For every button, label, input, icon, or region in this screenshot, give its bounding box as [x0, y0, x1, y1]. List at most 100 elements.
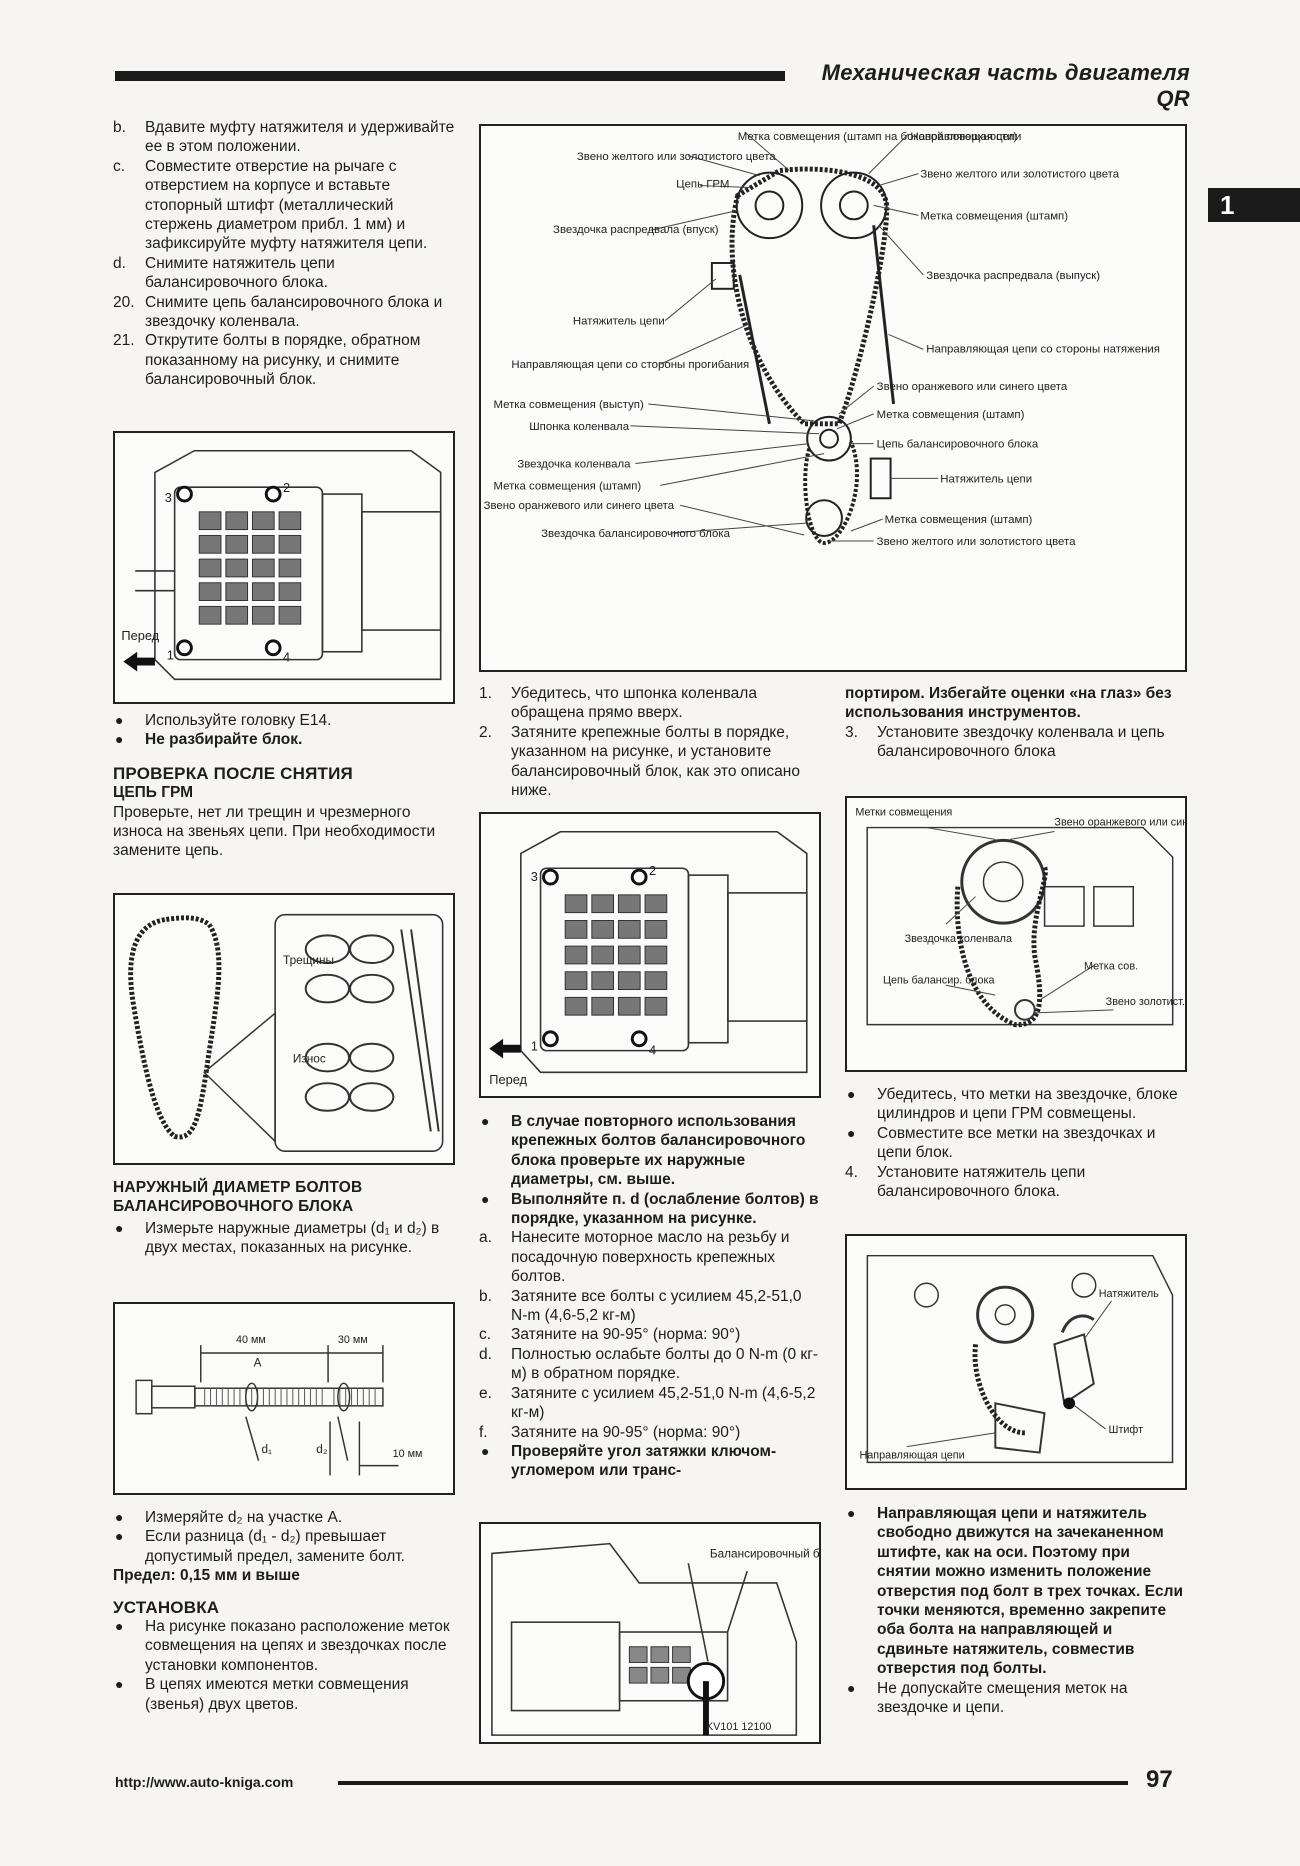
balancer-chain-label: Цепь балансир. блока: [883, 974, 995, 986]
footer-rule: [338, 1781, 1128, 1785]
balancer-removal-drawing: 3 2 1 4 Перед: [121, 449, 442, 681]
label-balancer-sprocket: Звездочка балансировочного блока: [541, 528, 730, 540]
pin-label: Штифт: [1109, 1424, 1144, 1436]
cracks-label: Трещины: [283, 953, 334, 967]
figure-crank-sprocket-marks: Метки совмещения Звено оранжевого или си…: [845, 796, 1187, 1072]
label-mark-stamp-3: Метка совмещения (штамп): [493, 480, 641, 492]
footer-url: http://www.auto-kniga.com: [115, 1774, 294, 1790]
bolt-number-1: 1: [531, 1039, 538, 1054]
substep-f: f.Затяните на 90-95° (норма: 90°): [479, 1423, 741, 1441]
middle-column-procedure: ●В случае повторного использования крепе…: [479, 1112, 821, 1481]
label-guide-tension-side: Направляющая цепи со стороны натяжения: [926, 343, 1160, 355]
dim-10mm: 10 мм: [393, 1448, 423, 1460]
dim-30mm: 30 мм: [338, 1334, 368, 1346]
bullet-marks-position: ●На рисунке показано расположение меток …: [115, 1618, 450, 1674]
label-mark-stamp-2: Метка совмещения (штамп): [877, 409, 1025, 421]
section-check-heading: ПРОВЕРКА ПОСЛЕ СНЯТИЯ: [113, 763, 353, 783]
crank-sprocket-label: Звездочка коленвала: [905, 933, 1013, 945]
bullet-no-shift: ●Не допускайте смещения меток на звездоч…: [847, 1679, 1128, 1717]
header-rule: [115, 71, 785, 81]
front-label: Перед: [489, 1072, 527, 1087]
step-4: 4.Установите натяжитель цепи балансирово…: [845, 1163, 1086, 1201]
chain-wear-drawing: Трещины Износ: [128, 913, 444, 1152]
right-column-top: портиром. Избегайте оценки «на глаз» без…: [845, 684, 1187, 762]
timing-chain-drawing: Метка совмещения (штамп на боковой повер…: [484, 131, 1160, 548]
bolt-number-2: 2: [283, 480, 290, 495]
bolt-number-4: 4: [649, 1043, 656, 1058]
d2-label: d₂: [316, 1443, 327, 1456]
marks-label: Метки совмещения: [855, 807, 952, 819]
front-arrow-icon: [489, 1038, 521, 1059]
orange-link-label: Звено оранжевого или синего цвета: [1054, 817, 1185, 829]
step-2: 2.Затяните крепежные болты в порядке, ук…: [479, 723, 800, 800]
bolt-diameter-drawing: 40 мм 30 мм A d₁ d₂ 10 мм: [135, 1334, 423, 1476]
label-mark-stamp-4: Метка совмещения (штамп): [885, 514, 1033, 526]
label-guide-slack-side: Направляющая цепи со стороны прогибания: [511, 359, 749, 371]
front-label: Перед: [121, 628, 159, 643]
tool-number-label: KV101 12100: [706, 1721, 771, 1733]
figure-bolt-diameter: 40 мм 30 мм A d₁ d₂ 10 мм: [113, 1302, 455, 1495]
label-tensioner-2: Натяжитель цепи: [940, 473, 1032, 485]
left-column-install: ●Измеряйте d₂ на участке A. ●Если разниц…: [113, 1508, 455, 1714]
angle-wrench-drawing: Балансировочный блок KV101 12100: [491, 1542, 819, 1736]
chain-text: Проверьте, нет ли трещин и чрезмерного и…: [113, 803, 436, 860]
section-install-heading: УСТАНОВКА: [113, 1597, 220, 1617]
substep-c: c.Затяните на 90-95° (норма: 90°): [479, 1326, 741, 1344]
figure-tensioner-install: Натяжитель Штифт Направляющая цепи: [845, 1234, 1187, 1490]
bolt-number-2: 2: [649, 863, 656, 878]
figure-chain-wear: Трещины Износ: [113, 893, 455, 1165]
bullet-align-all: ●Совместите все метки на звездочках и це…: [847, 1124, 1156, 1162]
bolt-number-3: 3: [165, 490, 172, 505]
page-number: 97: [1146, 1766, 1173, 1793]
step-b: b.Вдавите муфту натяжителя и удерживайте…: [113, 119, 455, 156]
dim-40mm: 40 мм: [236, 1334, 266, 1346]
bolt-number-4: 4: [283, 650, 290, 665]
balancer-block-label: Балансировочный блок: [710, 1547, 819, 1560]
step-3: 3.Установите звездочку коленвала и цепь …: [845, 723, 1165, 761]
page-title: Механическая часть двигателя QR: [821, 60, 1190, 111]
bullet-two-colors: ●В цепях имеются метки совмещения (звень…: [115, 1676, 409, 1713]
label-chain-guide: Направляющая цепи: [910, 131, 1021, 143]
chapter-tab: 1: [1208, 188, 1300, 222]
front-arrow-icon: [123, 651, 155, 672]
step-1: 1.Убедитесь, что шпонка коленвала обраще…: [479, 685, 757, 722]
d1-label: d₁: [261, 1443, 272, 1456]
label-orange-link-2: Звено оранжевого или синего цвета: [484, 500, 675, 512]
left-column-bottom: ●Используйте головку E14. ●Не разбирайте…: [113, 711, 455, 861]
figure-balancer-install: 3 2 1 4 Перед: [479, 812, 821, 1098]
label-crank-key: Шпонка коленвала: [529, 421, 629, 433]
substep-a: a.Нанесите моторное масло на резьбу и по…: [479, 1229, 790, 1286]
step-c: c.Совместите отверстие на рычаге с отвер…: [113, 157, 428, 253]
bullet-socket: ●Используйте головку E14.: [115, 712, 332, 729]
label-tensioner-1: Натяжитель цепи: [573, 316, 665, 328]
balancer-install-drawing: 3 2 1 4 Перед: [489, 830, 808, 1087]
label-intake-sprocket: Звездочка распредвала (впуск): [553, 224, 719, 236]
bolt-number-3: 3: [531, 869, 538, 884]
label-timing-chain: Цепь ГРМ: [676, 179, 729, 191]
right-column-middle: ●Убедитесь, что метки на звездочке, блок…: [845, 1085, 1187, 1201]
middle-column-top: 1.Убедитесь, что шпонка коленвала обраще…: [479, 684, 821, 800]
bullet-marks-aligned: ●Убедитесь, что метки на звездочке, блок…: [847, 1086, 1178, 1123]
substep-d: d.Полностью ослабьте болты до 0 N-m (0 к…: [479, 1345, 819, 1383]
figure-balancer-removal: 3 2 1 4 Перед: [113, 431, 455, 704]
label-mark-stamp-1: Метка совмещения (штамп): [920, 210, 1068, 222]
step-20: 20.Снимите цепь балансировочного блока и…: [113, 293, 443, 331]
guide-label: Направляющая цепи: [859, 1449, 964, 1461]
step-d: d.Снимите натяжитель цепи балансировочно…: [113, 254, 335, 292]
continuation-text: портиром. Избегайте оценки «на глаз» без…: [845, 685, 1172, 722]
limit-value: Предел: 0,15 мм и выше: [113, 1567, 300, 1585]
subsection-bolts-heading: НАРУЖНЫЙ ДИАМЕТР БОЛТОВ БАЛАНСИРОВОЧНОГО…: [113, 1179, 363, 1216]
bullet-guide-pivot: ●Направляющая цепи и натяжитель свободно…: [847, 1505, 1183, 1678]
crank-sprocket-drawing: Метки совмещения Звено оранжевого или си…: [855, 807, 1185, 1028]
bullet-measure: ●Измерьте наружные диаметры (d₁ и d₂) в …: [115, 1219, 440, 1257]
subsection-chain-heading: ЦЕПЬ ГРМ: [113, 784, 194, 802]
label-orange-link-1: Звено оранжевого или синего цвета: [877, 381, 1068, 393]
step-21: 21.Открутите болты в порядке, обратном п…: [113, 332, 421, 389]
mark-label: Метка сов.: [1084, 960, 1138, 972]
substep-b: b.Затяните все болты с усилием 45,2-51,0…: [479, 1287, 802, 1325]
figure-timing-chain-layout: Метка совмещения (штамп на боковой повер…: [479, 124, 1187, 672]
gold-link-label: Звено золотист. или желт. цвета: [1106, 996, 1185, 1008]
bullet-replace-bolt: ●Если разница (d₁ - d₂) превышает допуст…: [115, 1528, 405, 1565]
label-yellow-link-1: Звено желтого или золотистого цвета: [577, 151, 776, 163]
left-column-bolts: НАРУЖНЫЙ ДИАМЕТР БОЛТОВ БАЛАНСИРОВОЧНОГО…: [113, 1178, 455, 1258]
